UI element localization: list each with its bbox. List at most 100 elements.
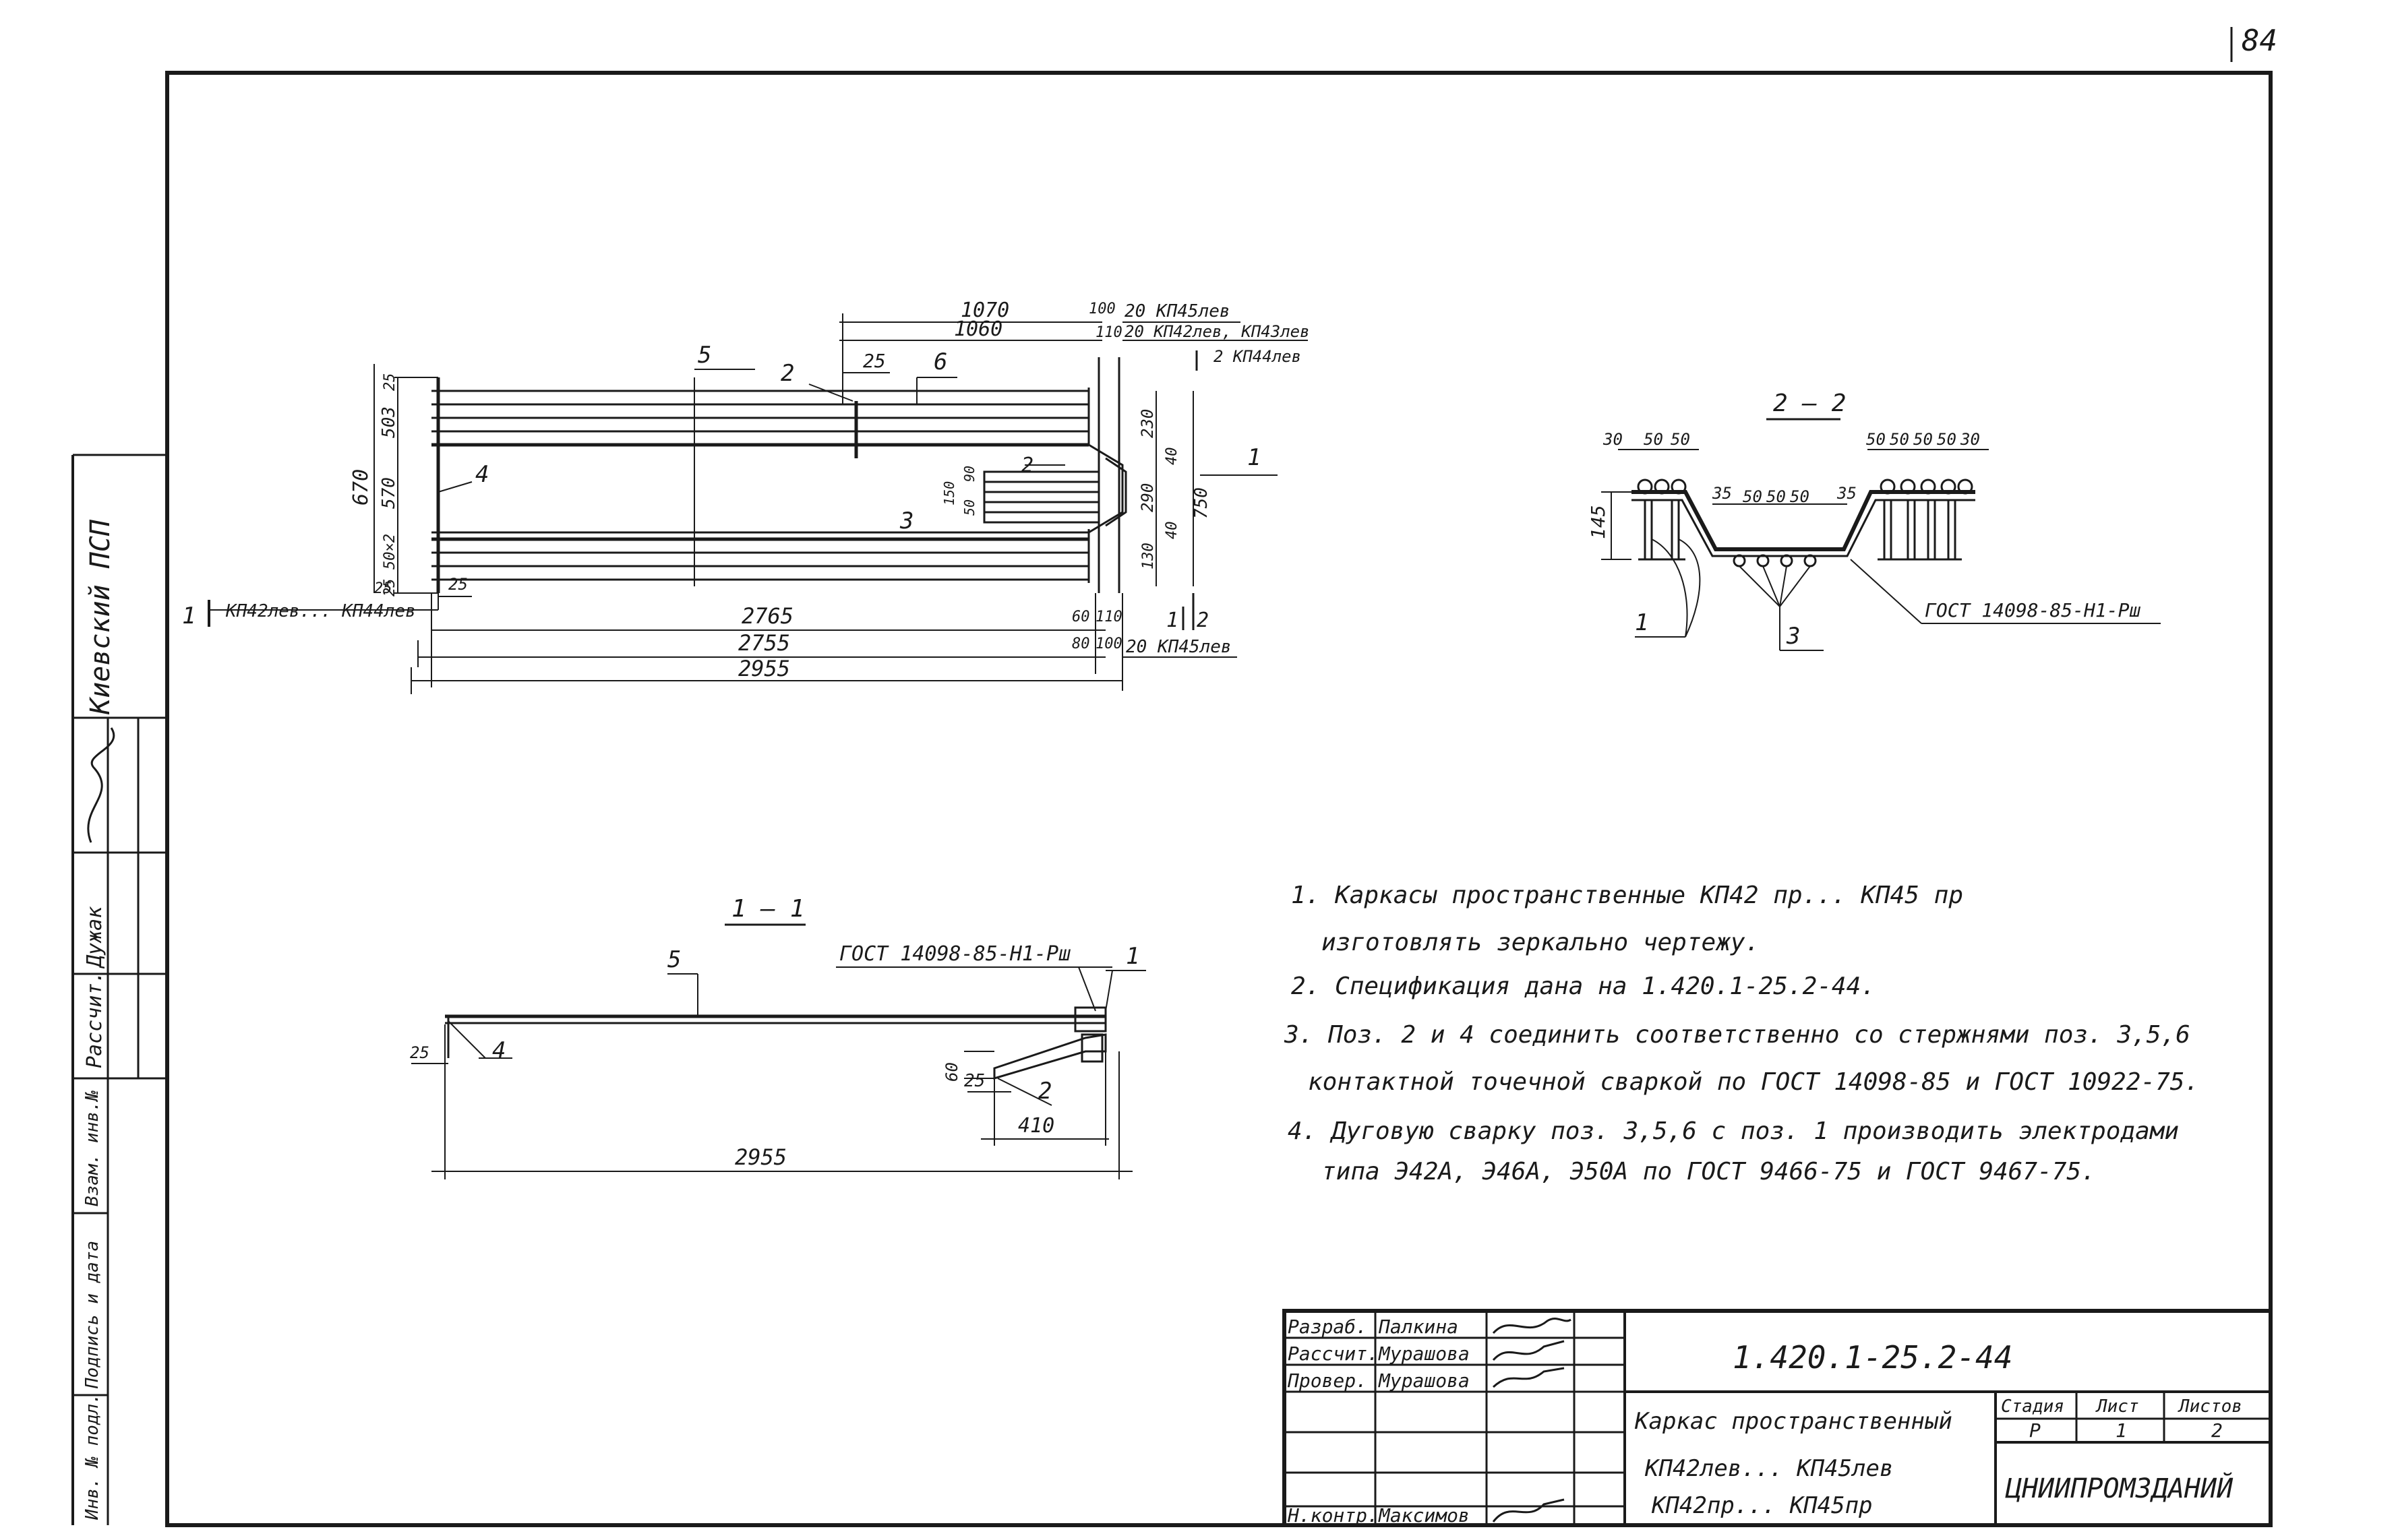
plan-dim-40: 40	[1164, 448, 1180, 466]
plan-dim-2955: 2955	[738, 656, 790, 681]
tb-sheet: 1	[2116, 1419, 2127, 1442]
note-line-6: 4. Дуговую сварку поз. 3,5,6 с поз. 1 пр…	[1288, 1117, 2179, 1145]
drawing-frame	[165, 71, 2273, 1527]
section-1-1-pos2: 2	[1038, 1078, 1052, 1105]
section-2-2-gost: ГОСТ 14098-85-Н1-Рш	[1925, 599, 2140, 621]
plan-dim-50x2: 50×2	[382, 534, 398, 569]
plan-pos4: 4	[475, 461, 489, 488]
plan-dim-100: 100	[1089, 301, 1116, 317]
section-2-2-dim-m3: 50	[1790, 487, 1809, 506]
section-1-1-dim-410: 410	[1018, 1114, 1054, 1138]
section-2-2-title: 2 – 2	[1773, 390, 1846, 417]
tb-code: 1.420.1-25.2-44	[1733, 1339, 2012, 1376]
section-1-1-dim-25: 25	[410, 1043, 429, 1062]
notes: 1. Каркасы пространственные КП42 пр... К…	[1284, 882, 2199, 1185]
section-2-2-dim-l1: 50	[1644, 430, 1663, 449]
plan-dim-40b: 40	[1164, 522, 1180, 540]
section-2-2-dim-l0: 30	[1602, 430, 1623, 449]
plan-dim-1060: 1060	[954, 317, 1002, 341]
section-2-2-height: 145	[1587, 505, 1609, 539]
plan-section-2r: 2	[1197, 609, 1209, 632]
plan-dim-290: 290	[1138, 483, 1157, 512]
plan-section-1: 1	[182, 603, 196, 629]
section-2-2-dim-l2: 50	[1671, 430, 1690, 449]
plan-pos2: 2	[781, 360, 794, 387]
section-1-1-gost: ГОСТ 14098-85-Н1-Рш	[839, 942, 1071, 966]
section-1-1-pos5: 5	[667, 946, 681, 973]
tb-title-1: Каркас пространственный	[1634, 1408, 1952, 1435]
section-1-1-pos1: 1	[1126, 943, 1139, 970]
section-1-1-dim-60: 60	[942, 1062, 961, 1082]
note-line-4: 3. Поз. 2 и 4 соединить соответственно с…	[1284, 1021, 2190, 1049]
page-number: 84	[2242, 24, 2277, 58]
plan-dim-750: 750	[1191, 487, 1211, 519]
tb-organization: ЦНИИПРОМЗДАНИЙ	[2005, 1472, 2234, 1504]
plan-note-kp45: 20 КП45лев	[1125, 301, 1230, 321]
tb-role-1: Рассчит.	[1288, 1343, 1379, 1365]
plan-dim-80: 80	[1072, 636, 1090, 652]
section-2-2-callout-3: 3	[1786, 623, 1800, 650]
tb-sheet-header: Лист	[2095, 1396, 2139, 1417]
section-2-2-dim-m4: 35	[1836, 484, 1857, 503]
plan-note-kp44: 2 КП44лев	[1213, 347, 1301, 366]
section-1-1-title: 1 – 1	[731, 895, 804, 923]
section-1-1-dim-25b: 25	[964, 1071, 985, 1091]
tb-name-5: Максимов	[1378, 1504, 1470, 1527]
side-stamp: Киевский ПСП Рассчит. Дужак Взам. инв.№ …	[71, 454, 167, 1525]
tb-title-3: КП42пр... КП45пр	[1651, 1492, 1873, 1519]
plan-dim-90: 90	[961, 466, 978, 482]
tb-sheets: 2	[2211, 1419, 2223, 1442]
plan-dim-25-left: 25	[448, 575, 468, 594]
plan-dim-25v2: 25	[382, 579, 398, 597]
note-line-5: контактной точечной сваркой по ГОСТ 1409…	[1308, 1068, 2199, 1096]
section-2-2: 2 – 2 145 30 50 50 35 50 50 50 35 5	[1587, 390, 2161, 651]
plan-dim-570: 570	[379, 477, 399, 509]
section-2-2-dim-r4: 30	[1960, 430, 1980, 449]
section-2-2-dim-r1: 50	[1890, 430, 1909, 449]
tb-role-0: Разраб.	[1288, 1316, 1367, 1338]
side-stamp-signature	[87, 727, 115, 843]
plan-dim-110b: 110	[1096, 609, 1122, 625]
tb-sheets-header: Листов	[2178, 1396, 2242, 1417]
plan-dim-60: 60	[1072, 609, 1090, 625]
plan-dim-50: 50	[961, 499, 978, 516]
plan-section-1r: 1	[1166, 609, 1178, 632]
note-line-7: типа Э42А, Э46А, Э50А по ГОСТ 9466-75 и …	[1321, 1158, 2096, 1185]
signature-calculator	[1492, 1340, 1565, 1361]
plan-dim-110: 110	[1096, 324, 1122, 341]
note-line-3: 2. Спецификация дана на 1.420.1-25.2-44.	[1291, 973, 1876, 1000]
plan-dim-100b: 100	[1096, 636, 1122, 652]
plan-note-kp42-43: 20 КП42лев, КП43лев	[1125, 322, 1310, 341]
section-2-2-callout-1: 1	[1635, 609, 1648, 636]
plan-dim-150: 150	[941, 481, 957, 505]
side-col-signature-date: Подпись и дата	[82, 1241, 102, 1389]
plan-pos6: 6	[934, 348, 947, 375]
plan-view: 5 2 6 4 3 2 1 1070 1060 100 110 20 КП45л…	[182, 299, 1310, 694]
plan-dim-2755: 2755	[738, 630, 790, 656]
tb-stage: Р	[2029, 1419, 2041, 1442]
plan-dim-670: 670	[349, 469, 373, 505]
tb-stage-header: Стадия	[2001, 1396, 2064, 1417]
section-1-1-dim-2955: 2955	[735, 1144, 787, 1170]
plan-pos1: 1	[1247, 444, 1261, 471]
plan-dim-25-top: 25	[863, 350, 886, 372]
tb-name-1: Мурашова	[1378, 1343, 1470, 1365]
section-1-1-pos4: 4	[492, 1037, 506, 1064]
tb-role-2: Провер.	[1287, 1369, 1367, 1392]
tb-role-5: Н.контр.	[1287, 1504, 1379, 1527]
section-2-2-dim-r0: 50	[1866, 430, 1886, 449]
tb-name-2: Мурашова	[1378, 1369, 1470, 1392]
section-2-2-dim-m1: 50	[1743, 487, 1762, 506]
plan-dim-230: 230	[1138, 409, 1157, 438]
section-2-2-dim-m0: 35	[1712, 484, 1732, 503]
plan-dim-130: 130	[1140, 543, 1157, 569]
plan-pos3: 3	[899, 507, 913, 534]
plan-dim-25-bot: 25	[374, 580, 392, 597]
signature-norm-control	[1492, 1498, 1565, 1522]
note-line-1: 1. Каркасы пространственные КП42 пр... К…	[1291, 882, 1963, 909]
side-col-original-inv: Инв. № подл.	[82, 1393, 102, 1520]
side-stamp-organization: Киевский ПСП	[85, 519, 116, 715]
plan-dim-503: 503	[379, 406, 399, 438]
